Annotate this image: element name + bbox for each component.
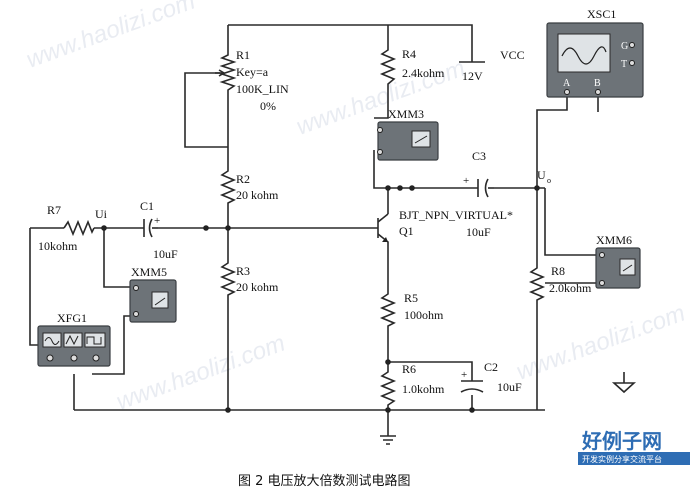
r8-value: 2.0kohm [549, 281, 592, 295]
capacitor-c2: + C2 10uF [460, 360, 522, 394]
r5-name: R5 [404, 291, 418, 305]
resistor-r7: R7 10kohm [38, 203, 95, 253]
c3-plus: + [463, 175, 469, 187]
resistor-r3: R3 20 kohm [219, 259, 279, 299]
junctions [101, 185, 540, 413]
r1-value: 100K_LIN [236, 82, 289, 96]
r5-value: 100ohm [404, 308, 444, 322]
xsc1-label-b: B [594, 78, 601, 89]
r7-name: R7 [47, 203, 61, 217]
multimeter-xmm6[interactable]: XMM6 [595, 233, 641, 289]
q1-model: BJT_NPN_VIRTUAL* [399, 208, 513, 222]
resistor-r5: R5 100ohm [379, 290, 444, 330]
resistor-r8: R8 2.0kohm [528, 264, 592, 304]
xmm5-name: XMM5 [131, 265, 167, 279]
r2-value: 20 kohm [236, 188, 279, 202]
capacitor-c3: + C3 [463, 149, 494, 198]
wires [29, 24, 600, 436]
ground-symbol-main [380, 435, 396, 445]
c3-name: C3 [472, 149, 486, 163]
multimeter-xmm5[interactable]: XMM5 [129, 265, 177, 323]
xfg1-name: XFG1 [57, 311, 87, 325]
q1-name: Q1 [399, 224, 414, 238]
r6-name: R6 [402, 362, 416, 376]
multimeter-xmm3[interactable]: XMM3 [377, 107, 439, 161]
c1-value: 10uF [153, 247, 178, 261]
xsc1-label-a: A [563, 78, 571, 89]
node-ui-label: Ui [95, 207, 108, 221]
xmm6-body[interactable] [595, 247, 641, 289]
node-uo-subscript: o [547, 176, 551, 185]
r2-name: R2 [236, 172, 250, 186]
c2-plus: + [461, 369, 467, 381]
vcc-source: VCC 12V [459, 48, 525, 83]
resistor-r4: R4 2.4kohm [379, 46, 445, 89]
c3-value: 10uF [466, 225, 491, 239]
watermark-1: www.haolizi.com [23, 0, 199, 74]
c1-name: C1 [140, 199, 154, 213]
r7-value: 10kohm [38, 239, 78, 253]
c2-value: 10uF [497, 380, 522, 394]
resistor-r6: R6 1.0kohm [379, 362, 445, 410]
r1-name: R1 [236, 48, 250, 62]
r4-name: R4 [402, 47, 416, 61]
brand-subtitle: 开发实例分享交流平台 [582, 454, 662, 464]
r1-setting: 0% [260, 99, 276, 113]
r3-value: 20 kohm [236, 280, 279, 294]
r8-name: R8 [551, 264, 565, 278]
xsc1-name: XSC1 [587, 7, 616, 21]
resistor-r1: R1 Key=a 100K_LIN 0% [215, 48, 289, 113]
node-uo-label: U [537, 168, 546, 182]
r3-name: R3 [236, 264, 250, 278]
watermark-4: www.haolizi.com [113, 330, 289, 416]
brand-title: 好例子网 [581, 429, 662, 453]
xsc1-label-g: G [621, 41, 628, 52]
xmm3-name: XMM3 [388, 107, 424, 121]
ground-symbol-right [611, 372, 637, 394]
transistor-q1: BJT_NPN_VIRTUAL* Q1 10uF [377, 208, 513, 246]
r4-value: 2.4kohm [402, 66, 445, 80]
vcc-value: 12V [462, 69, 483, 83]
xsc1-label-t: T [621, 59, 627, 70]
r6-value: 1.0kohm [402, 382, 445, 396]
capacitor-c1: + C1 10uF [136, 199, 178, 261]
brand-logo: 好例子网 开发实例分享交流平台 [578, 429, 690, 465]
xmm6-name: XMM6 [596, 233, 632, 247]
c2-name: C2 [484, 360, 498, 374]
figure-caption: 图 2 电压放大倍数测试电路图 [238, 473, 411, 489]
c1-plus: + [154, 215, 160, 227]
function-generator-xfg1[interactable]: XFG1 [37, 311, 111, 367]
r1-key: Key=a [236, 65, 269, 79]
resistor-r2: R2 20 kohm [219, 167, 279, 207]
watermark-3: www.haolizi.com [513, 300, 689, 386]
vcc-name: VCC [500, 48, 525, 62]
oscilloscope-xsc1[interactable]: XSC1 G T A B [546, 7, 644, 98]
